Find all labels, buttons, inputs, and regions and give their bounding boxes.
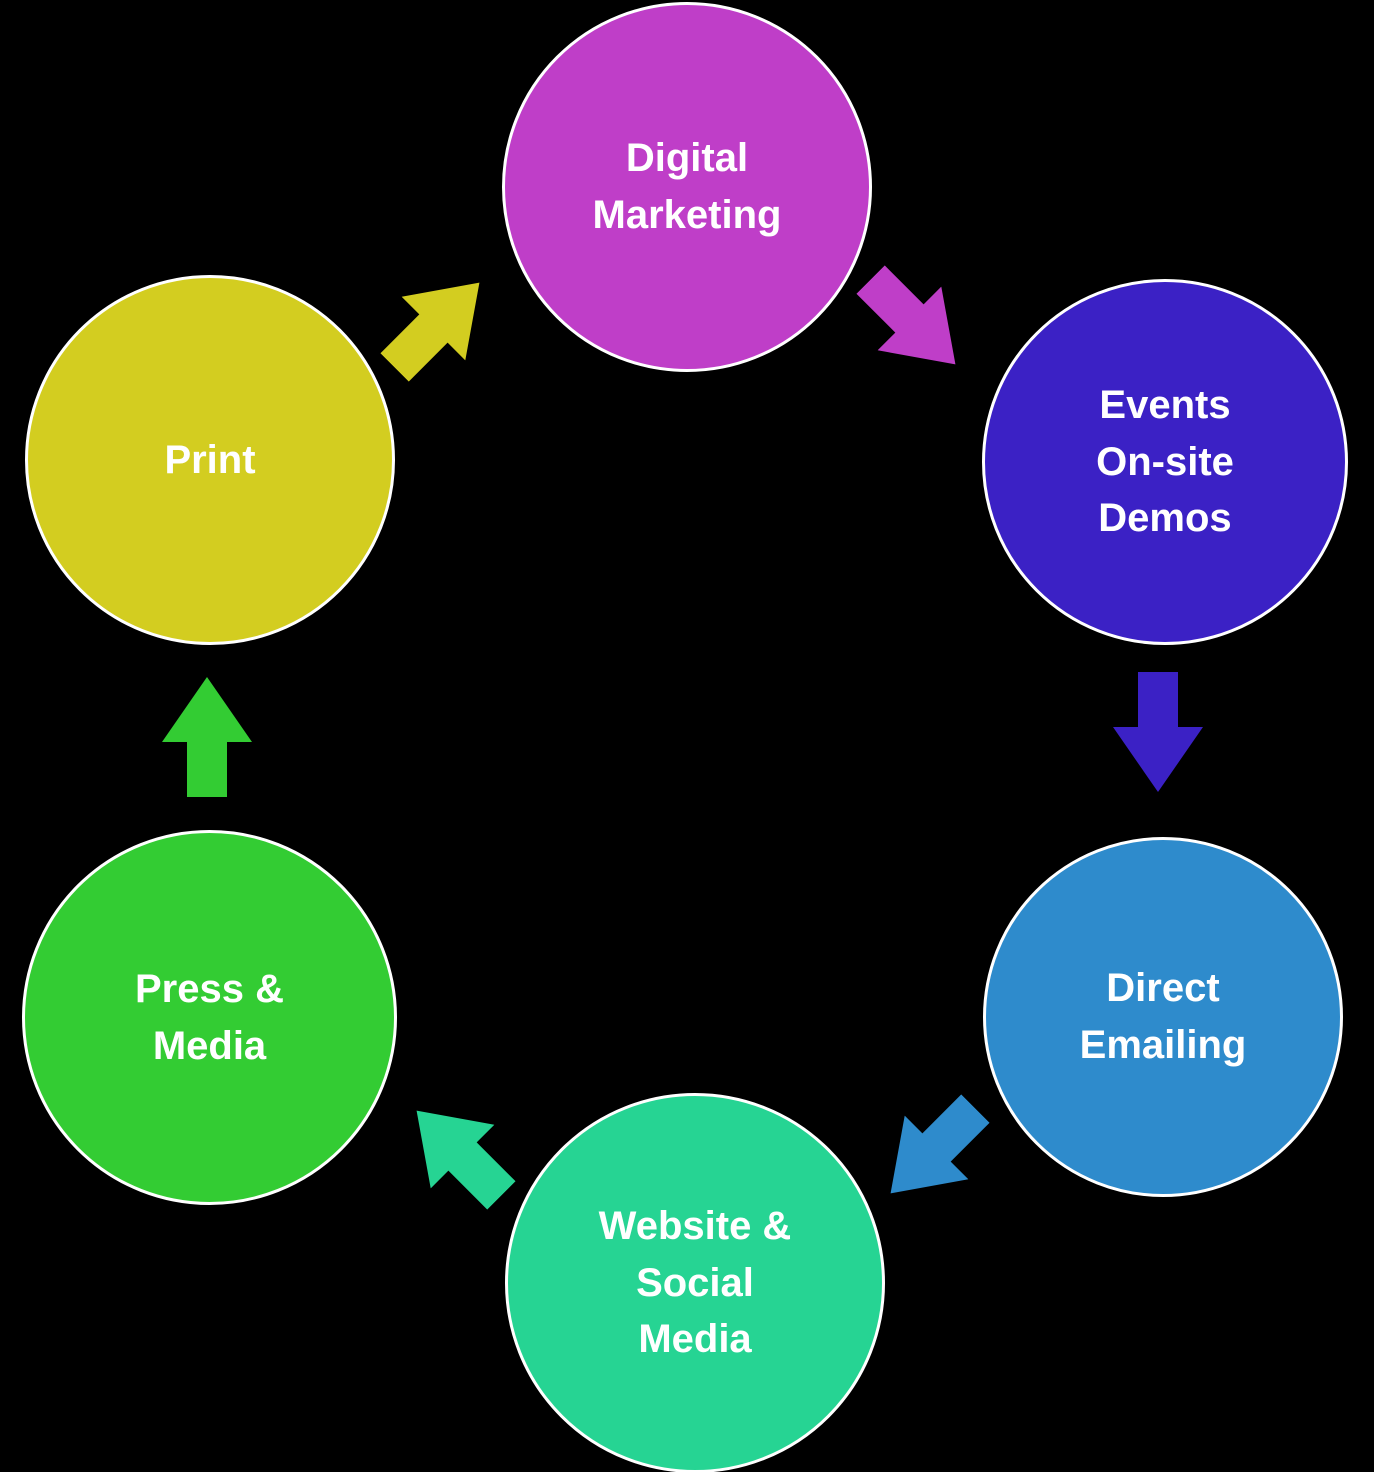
node-events-onsite-demos-label: Events On-site Demos: [1096, 377, 1234, 547]
label-line: Website &: [598, 1203, 792, 1248]
label-line: Social: [636, 1260, 754, 1305]
label-line: Digital: [625, 136, 749, 181]
label-line: Direct: [1106, 966, 1220, 1011]
arrow-print-to-digital-icon: [380, 282, 480, 382]
label-line: Media: [638, 1317, 752, 1362]
node-digital-marketing: Digital Marketing: [502, 2, 872, 372]
node-print: Print: [25, 275, 395, 645]
arrow-shape: [856, 265, 956, 365]
arrow-shape: [380, 282, 480, 382]
node-direct-emailing: Direct Emailing: [983, 837, 1343, 1197]
node-digital-marketing-label: Digital Marketing: [593, 130, 782, 244]
label-line: Print: [164, 437, 256, 482]
node-press-media-label: Press & Media: [135, 961, 284, 1075]
arrow-shape: [890, 1094, 990, 1194]
arrow-events-to-direct-icon: [1113, 672, 1203, 792]
arrow-shape: [162, 677, 252, 797]
node-press-media: Press & Media: [22, 830, 397, 1205]
arrow-press-to-print-icon: [162, 677, 252, 797]
label-line: Marketing: [592, 193, 782, 237]
node-print-label: Print: [164, 432, 255, 489]
node-events-onsite-demos: Events On-site Demos: [982, 279, 1348, 645]
label-line: Press &: [135, 966, 284, 1011]
arrow-website-to-press-icon: [416, 1110, 516, 1210]
arrow-shape: [1113, 672, 1203, 792]
node-website-social-media-label: Website & Social Media: [599, 1198, 792, 1368]
label-line: Emailing: [1079, 1023, 1247, 1067]
node-direct-emailing-label: Direct Emailing: [1080, 960, 1247, 1074]
arrow-digital-to-events-icon: [856, 265, 956, 365]
node-website-social-media: Website & Social Media: [505, 1093, 885, 1472]
label-line: On-site: [1096, 439, 1234, 484]
label-line: Events: [1099, 382, 1231, 427]
label-line: Demos: [1098, 496, 1232, 541]
arrow-shape: [416, 1110, 516, 1210]
arrow-direct-to-website-icon: [890, 1094, 990, 1194]
label-line: Media: [152, 1023, 267, 1068]
